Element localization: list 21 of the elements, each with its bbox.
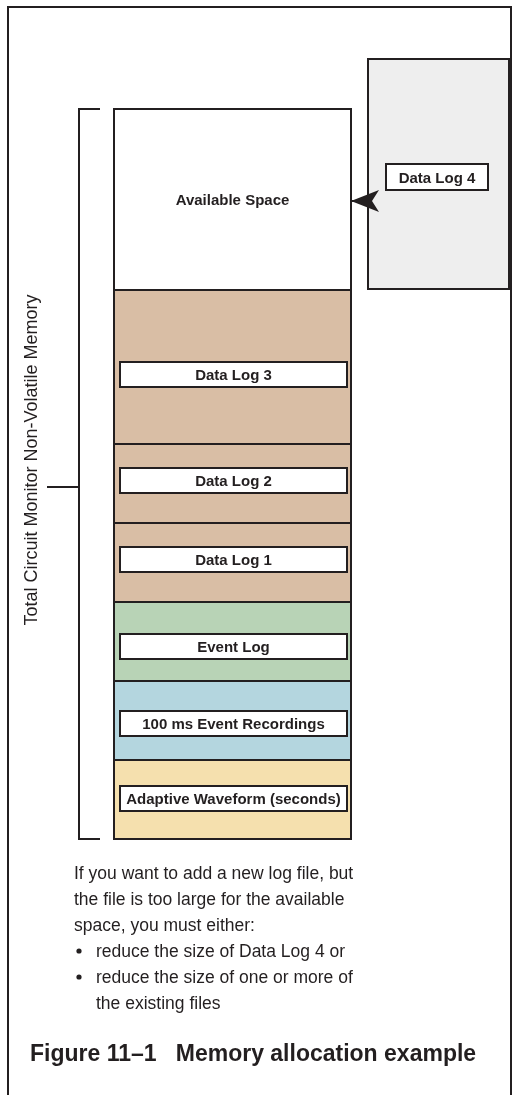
- file-label: Data Log 1: [119, 546, 348, 573]
- note-bullet-text: reduce the size of one or more of the existing files: [96, 966, 354, 1015]
- file-label: Adaptive Waveform (seconds): [119, 785, 348, 812]
- file-label: Data Log 4: [385, 163, 489, 191]
- note-text: If you want to add a new log file, but the file is too large for the available space, you must either:: [74, 862, 355, 937]
- note-bullet-text: reduce the size of Data Log 4 or: [96, 940, 347, 963]
- memory-region: [113, 601, 352, 682]
- file-label: Event Log: [119, 633, 348, 660]
- file-label: 100 ms Event Recordings: [119, 710, 348, 737]
- figure-caption: Figure 11–1 Memory allocation example: [30, 1040, 477, 1067]
- memory-region: [113, 289, 352, 445]
- file-label: Data Log 2: [119, 467, 348, 494]
- memory-region: [113, 680, 352, 761]
- memory-region: [367, 58, 510, 290]
- file-label: Data Log 3: [119, 361, 348, 388]
- memory-region: [113, 522, 352, 603]
- arrow: [351, 190, 379, 212]
- axis-label: Total Circuit Monitor Non-Volatile Memory: [20, 294, 42, 626]
- memory-region: [113, 759, 352, 840]
- memory-region: [113, 443, 352, 524]
- memory-region: Available Space: [113, 108, 352, 291]
